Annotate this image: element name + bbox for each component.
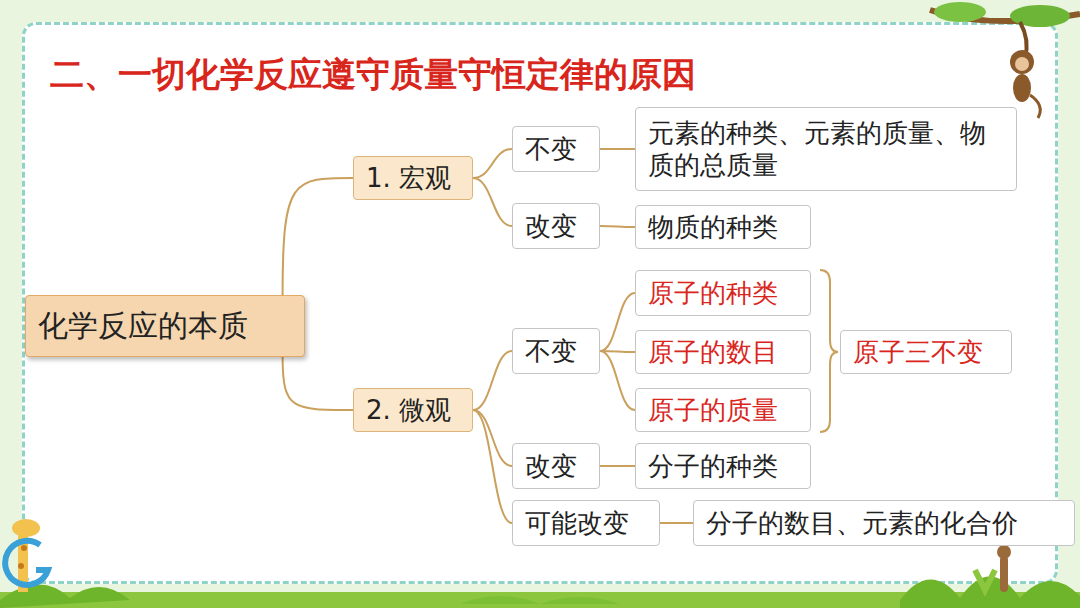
branch-connector: [660, 522, 693, 524]
node-label: 分子的数目、元素的化合价: [706, 507, 1018, 540]
node-label: 1. 宏观: [366, 162, 451, 195]
root-box: 化学反应的本质: [25, 295, 305, 357]
branch-connector: [283, 178, 353, 295]
topic-box: 原子三不变: [840, 330, 1012, 374]
branch-connector: [473, 410, 512, 523]
branch-connector: [283, 357, 353, 410]
branch-connector: [600, 293, 635, 351]
grass: [0, 577, 1080, 608]
branch-connector: [600, 351, 635, 410]
node-label: 原子的数目: [648, 336, 778, 369]
node-label: 原子三不变: [853, 336, 983, 369]
node-label: 物质的种类: [648, 211, 778, 244]
topic-box: 原子的种类: [635, 270, 811, 316]
tree-branch: [930, 2, 1080, 27]
bracket: [820, 270, 838, 432]
branch-connector: [473, 178, 512, 226]
branch-connector: [600, 148, 635, 150]
node-label: 化学反应的本质: [38, 307, 248, 345]
topic-box: 分子的种类: [635, 443, 811, 489]
node-label: 改变: [525, 450, 577, 483]
giraffe: [5, 519, 48, 592]
slide-title: 二、一切化学反应遵守质量守恒定律的原因: [50, 52, 696, 98]
branch-connector: [600, 226, 635, 227]
node-label: 2. 微观: [366, 394, 451, 427]
topic-box: 分子的数目、元素的化合价: [693, 500, 1075, 546]
branch-box: 2. 微观: [353, 388, 473, 432]
topic-box: 可能改变: [512, 500, 660, 546]
node-label: 原子的质量: [648, 394, 778, 427]
branch-connector: [600, 465, 635, 467]
topic-box: 不变: [512, 328, 600, 374]
node-label: 元素的种类、元素的质量、物质的总质量: [648, 117, 1004, 182]
topic-box: 原子的质量: [635, 388, 811, 432]
monkey: [1010, 22, 1040, 118]
node-label: 分子的种类: [648, 450, 778, 483]
topic-box: 元素的种类、元素的质量、物质的总质量: [635, 107, 1017, 191]
topic-box: 不变: [512, 126, 600, 172]
branch-connector: [473, 149, 512, 178]
topic-box: 物质的种类: [635, 205, 811, 249]
branch-box: 1. 宏观: [353, 156, 473, 200]
node-label: 不变: [525, 133, 577, 166]
branch-connector: [473, 410, 512, 466]
node-label: 原子的种类: [648, 277, 778, 310]
node-label: 不变: [525, 335, 577, 368]
node-label: 可能改变: [525, 507, 629, 540]
topic-box: 改变: [512, 443, 600, 489]
node-label: 改变: [525, 210, 577, 243]
branch-connector: [473, 351, 512, 410]
topic-box: 原子的数目: [635, 330, 811, 374]
plant: [975, 545, 1011, 592]
topic-box: 改变: [512, 203, 600, 249]
